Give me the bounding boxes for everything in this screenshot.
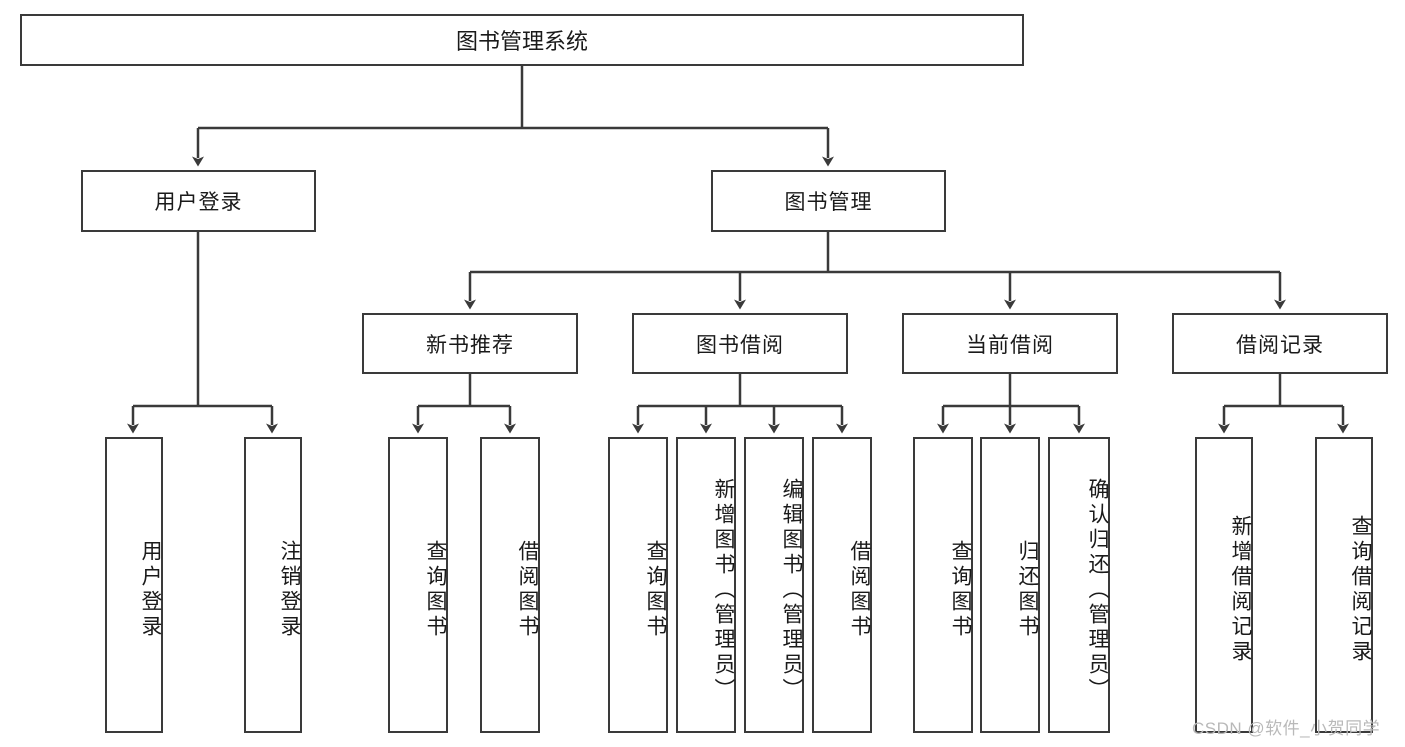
- leaf-label: 查询借阅记录: [1349, 515, 1372, 665]
- leaf-label: 新增借阅记录: [1229, 515, 1252, 665]
- leaf-label: 借阅图书: [516, 540, 539, 640]
- leaf-label: 查询图书: [949, 540, 972, 640]
- leaf-label: 用户登录: [139, 540, 162, 640]
- node-user-login[interactable]: 用户登录: [81, 170, 316, 232]
- node-current-borrow[interactable]: 当前借阅: [902, 313, 1118, 374]
- leaf-recommend-query-book[interactable]: 查询图书: [388, 437, 448, 733]
- leaf-user-login-login[interactable]: 用户登录: [105, 437, 163, 733]
- node-root[interactable]: 图书管理系统: [20, 14, 1024, 66]
- node-book-management-label: 图书管理: [784, 191, 873, 214]
- leaf-label: 归还图书: [1016, 540, 1039, 640]
- leaf-label: 查询图书: [644, 540, 667, 640]
- leaf-borrow-borrow-book[interactable]: 借阅图书: [812, 437, 872, 733]
- node-root-label: 图书管理系统: [455, 29, 588, 54]
- node-book-management[interactable]: 图书管理: [711, 170, 946, 232]
- node-borrow-records-label: 借阅记录: [1236, 333, 1324, 357]
- leaf-records-add-record[interactable]: 新增借阅记录: [1195, 437, 1253, 733]
- leaf-label: 编辑图书（管理员）: [780, 477, 803, 703]
- leaf-label: 确认归还（管理员）: [1086, 477, 1109, 703]
- leaf-current-query-book[interactable]: 查询图书: [913, 437, 973, 733]
- node-current-borrow-label: 当前借阅: [966, 333, 1054, 357]
- leaf-user-login-logout[interactable]: 注销登录: [244, 437, 302, 733]
- leaf-label: 新增图书（管理员）: [712, 477, 735, 703]
- leaf-borrow-query-book[interactable]: 查询图书: [608, 437, 668, 733]
- leaf-current-confirm-return[interactable]: 确认归还（管理员）: [1048, 437, 1110, 733]
- node-borrow-records[interactable]: 借阅记录: [1172, 313, 1388, 374]
- node-book-borrow[interactable]: 图书借阅: [632, 313, 848, 374]
- leaf-records-query-record[interactable]: 查询借阅记录: [1315, 437, 1373, 733]
- node-book-borrow-label: 图书借阅: [696, 333, 784, 357]
- node-user-login-label: 用户登录: [154, 191, 243, 214]
- leaf-label: 注销登录: [278, 540, 301, 640]
- leaf-current-return-book[interactable]: 归还图书: [980, 437, 1040, 733]
- csdn-watermark: CSDN @软件_小贺同学: [1192, 719, 1381, 738]
- node-new-book-recommend-label: 新书推荐: [426, 333, 514, 357]
- leaf-borrow-edit-book[interactable]: 编辑图书（管理员）: [744, 437, 804, 733]
- leaf-borrow-add-book[interactable]: 新增图书（管理员）: [676, 437, 736, 733]
- leaf-label: 借阅图书: [848, 540, 871, 640]
- leaf-label: 查询图书: [424, 540, 447, 640]
- leaf-recommend-borrow-book[interactable]: 借阅图书: [480, 437, 540, 733]
- node-new-book-recommend[interactable]: 新书推荐: [362, 313, 578, 374]
